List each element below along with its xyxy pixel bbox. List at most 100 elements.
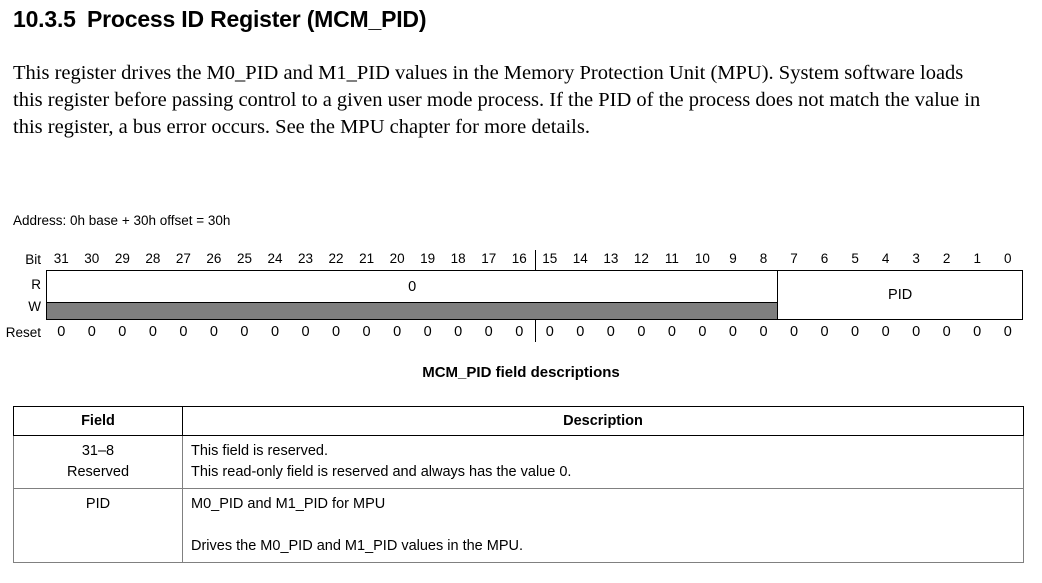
- reset-value-bit-6: 0: [820, 324, 829, 340]
- bit-number-16: 16: [504, 248, 536, 270]
- bit-number-1: 1: [973, 251, 981, 266]
- bit-number-29: 29: [114, 251, 130, 266]
- reset-value-bit-20: 0: [393, 324, 402, 340]
- bit-number-4: 4: [881, 251, 890, 266]
- reset-value-bit-23: 0: [301, 324, 310, 340]
- section-number: 10.3.5: [13, 6, 76, 32]
- reset-value-bit-31: 0: [57, 324, 66, 340]
- table-header-row: Field Description: [13, 406, 1024, 436]
- bit-number-13: 13: [603, 251, 619, 266]
- reset-value-bit-27: 0: [179, 324, 188, 340]
- reset-value-cells: 0 0 0 0 0 0 0 0 0 0 0 0 0 0 0 0 0 0 0 0 0 0 0 0 0 0 0 0 0 0 0 0: [46, 320, 1023, 344]
- reset-value-bit-29: 0: [118, 324, 127, 340]
- bit-number-10: 10: [694, 251, 710, 266]
- register-address-line: Address: 0h base + 30h offset = 30h: [13, 213, 231, 228]
- byte-boundary-tick-bottom: [534, 320, 536, 342]
- reset-value-bit-30: 0: [87, 324, 96, 340]
- reset-value-bit-2: 0: [942, 324, 951, 340]
- description-line-1: M0_PID and M1_PID for MPU: [191, 496, 386, 512]
- bit-number-22: 22: [328, 251, 344, 266]
- column-header-field: Field: [13, 406, 183, 436]
- reset-value-bit-19: 0: [423, 324, 432, 340]
- reset-value-bit-11: 0: [667, 324, 676, 340]
- reset-value-bit-3: 0: [912, 324, 921, 340]
- bit-number-3: 3: [912, 251, 920, 266]
- rw-row-labels: R W: [0, 270, 46, 320]
- bit-number-14: 14: [572, 251, 588, 266]
- reset-value-bit-18: 0: [454, 324, 463, 340]
- reserved-field-write-shaded: [47, 302, 778, 319]
- column-header-description: Description: [182, 406, 1024, 436]
- section-title: Process ID Register (MCM_PID): [87, 6, 427, 32]
- reset-value-bit-7: 0: [789, 324, 799, 340]
- bit-number-30: 30: [84, 251, 100, 266]
- register-rw-row: R W 0 PID: [0, 270, 1042, 320]
- reset-value-bit-13: 0: [606, 324, 615, 340]
- bit-number-26: 26: [206, 251, 222, 266]
- cell-field-description: M0_PID and M1_PID for MPU Drives the M0_P…: [182, 488, 1024, 563]
- reset-value-bit-5: 0: [851, 324, 860, 340]
- cell-field-description: This field is reserved. This read-only fi…: [182, 435, 1024, 489]
- cell-field-name: PID: [13, 488, 183, 563]
- bit-row-label: Bit: [25, 251, 41, 267]
- bit-number-28: 28: [145, 251, 161, 266]
- bit-number-27: 27: [175, 251, 191, 266]
- reset-row-label: Reset: [5, 324, 41, 340]
- table-row: PID M0_PID and M1_PID for MPU Drives the M…: [13, 488, 1024, 563]
- bit-number-19: 19: [420, 251, 436, 266]
- bit-number-17: 17: [481, 251, 497, 266]
- reset-value-bit-24: 0: [270, 324, 280, 340]
- bit-number-24: 24: [267, 251, 283, 266]
- bit-number-7: 7: [790, 251, 798, 266]
- reset-value-bit-21: 0: [362, 324, 371, 340]
- reset-value-bit-15: 0: [545, 324, 554, 340]
- write-row-label: W: [28, 299, 41, 314]
- description-line-1: This field is reserved.: [191, 443, 328, 459]
- reserved-field-read-value: 0: [47, 271, 778, 302]
- reset-value-bit-28: 0: [148, 324, 157, 340]
- reserved-field: 0: [47, 271, 779, 319]
- reset-value-bit-0: 0: [1003, 324, 1012, 340]
- bit-number-6: 6: [820, 251, 829, 266]
- bit-number-5: 5: [851, 251, 859, 266]
- page-title: 10.3.5 Process ID Register (MCM_PID): [13, 6, 426, 33]
- pid-field: PID: [778, 271, 1022, 319]
- reset-value-bit-26: 0: [209, 324, 218, 340]
- byte-boundary-tick-top: [534, 250, 536, 270]
- bit-number-11: 11: [664, 251, 679, 266]
- field-table-caption: MCM_PID field descriptions: [422, 364, 620, 381]
- body-paragraph: This register drives the M0_PID and M1_P…: [13, 62, 981, 138]
- reset-value-bit-9: 0: [728, 324, 737, 340]
- reset-value-bit-16: 0: [504, 320, 536, 344]
- reset-value-bit-17: 0: [484, 324, 493, 340]
- description-line-2: Drives the M0_PID and M1_PID values in t…: [191, 538, 524, 554]
- bit-number-8: 8: [759, 251, 768, 266]
- reset-value-bit-14: 0: [576, 324, 585, 340]
- read-row-label: R: [31, 277, 41, 292]
- bit-number-0: 0: [1003, 251, 1012, 266]
- reset-value-bit-22: 0: [332, 324, 341, 340]
- bit-number-9: 9: [729, 251, 737, 266]
- reset-value-row: Reset 0 0 0 0 0 0 0 0 0 0 0 0 0 0 0 0 0 0 0 0 0 0 0 0 0 0 0 0 0 0 0 0: [0, 320, 1042, 344]
- bit-number-31: 31: [53, 251, 69, 266]
- bit-number-23: 23: [298, 251, 314, 266]
- bit-number-18: 18: [450, 251, 466, 266]
- reset-value-bit-10: 0: [698, 324, 707, 340]
- bit-number-15: 15: [542, 251, 558, 266]
- cell-field-name: 31–8 Reserved: [13, 435, 183, 489]
- description-line-2: This read-only field is reserved and alw…: [191, 464, 572, 480]
- register-field-box: 0 PID: [46, 270, 1023, 320]
- bit-number-20: 20: [389, 251, 405, 266]
- reset-value-bit-1: 0: [973, 324, 982, 340]
- bit-number-12: 12: [633, 251, 649, 266]
- bit-number-25: 25: [236, 251, 252, 266]
- reset-value-bit-8: 0: [759, 324, 768, 340]
- reset-value-bit-4: 0: [881, 324, 890, 340]
- reset-value-bit-25: 0: [240, 324, 249, 340]
- reset-value-bit-12: 0: [637, 324, 646, 340]
- bit-number-21: 21: [359, 251, 375, 266]
